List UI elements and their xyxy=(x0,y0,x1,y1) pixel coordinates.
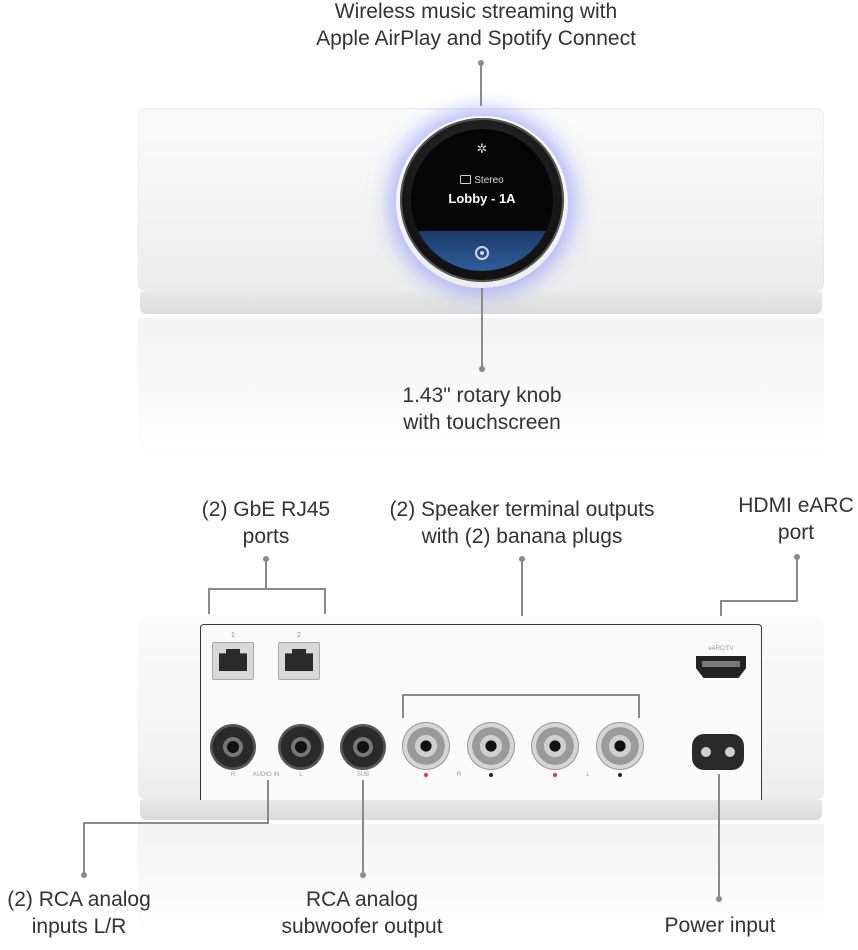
hdmi-leader-dot xyxy=(794,554,800,560)
speaker-mode-icon xyxy=(460,175,472,184)
rca-sub-label: RCA analog subwoofer output xyxy=(281,888,443,938)
power-leader-dot xyxy=(716,896,722,902)
hdmi-leader-line-v xyxy=(796,558,798,600)
rca-sub-output[interactable] xyxy=(340,724,386,770)
rj45-port-1-number: 1 xyxy=(231,632,235,639)
rj45-port-2[interactable] xyxy=(278,642,320,680)
rj45-bracket-top xyxy=(208,588,326,590)
hdmi-leader-line-h xyxy=(720,600,798,602)
gear-icon[interactable]: ✲ xyxy=(476,141,488,156)
rca-r-label: R xyxy=(230,772,236,778)
polarity-dot-l-negative xyxy=(618,773,622,777)
power-pin-right xyxy=(725,747,735,757)
cast-icon[interactable] xyxy=(475,246,489,260)
rca-in-label: (2) RCA analog inputs L/R xyxy=(7,888,151,938)
screen-mode: Stereo xyxy=(474,175,504,186)
rj45-port-2-number: 2 xyxy=(297,632,301,639)
speaker-bracket-left xyxy=(402,694,404,718)
rca-in-leader-down xyxy=(83,822,85,874)
screen-mode-line: Stereo xyxy=(411,175,553,186)
rca-sub-leader-dot xyxy=(360,872,366,878)
streaming-leader-dot xyxy=(478,60,484,66)
rj45-label: (2) GbE RJ45 ports xyxy=(201,498,331,548)
knob-leader-line xyxy=(481,288,483,368)
audio-in-label: AUDIO IN xyxy=(252,772,280,778)
power-input-port[interactable] xyxy=(692,734,744,770)
rca-l-label: L xyxy=(299,772,303,778)
hdmi-port[interactable] xyxy=(696,656,746,678)
speaker-leader-dot xyxy=(519,556,525,562)
polarity-dot-r-positive xyxy=(424,773,428,777)
rca-in-leader-h xyxy=(83,822,269,824)
rj45-leader-line xyxy=(265,560,267,588)
speaker-bracket-right xyxy=(638,694,640,718)
speaker-terminal-l-negative[interactable] xyxy=(596,722,644,770)
rca-input-left[interactable] xyxy=(278,724,324,770)
speaker-terminal-l-positive[interactable] xyxy=(531,722,579,770)
streaming-label: Wireless music streaming with Apple AirP… xyxy=(316,0,636,50)
power-leader xyxy=(718,774,720,898)
hdmi-label: HDMI eARC port xyxy=(738,494,854,544)
hdmi-leader-line-drop xyxy=(720,600,722,628)
speaker-l-label: L xyxy=(586,772,590,778)
streaming-leader-line xyxy=(480,62,482,106)
speaker-bracket-top xyxy=(402,694,640,696)
knob-leader-dot xyxy=(479,366,485,372)
polarity-dot-r-negative xyxy=(489,773,493,777)
knob-touchscreen[interactable]: ✲ Stereo Lobby - 1A xyxy=(411,129,553,271)
rj45-bracket-right xyxy=(324,588,326,614)
device-back-foot xyxy=(140,800,822,820)
power-label: Power input xyxy=(664,914,776,937)
rca-input-right[interactable] xyxy=(210,724,256,770)
rj45-leader-dot xyxy=(263,556,269,562)
speaker-label: (2) Speaker terminal outputs with (2) ba… xyxy=(389,498,655,548)
rca-sub-leader xyxy=(362,780,364,872)
hdmi-port-label: eARC/TV xyxy=(708,646,734,652)
screen-room-name: Lobby - 1A xyxy=(448,191,516,206)
speaker-terminal-r-negative[interactable] xyxy=(467,722,515,770)
rca-in-leader-up xyxy=(267,780,269,824)
knob-label: 1.43" rotary knob with touchscreen xyxy=(402,384,562,434)
rj45-bracket-left xyxy=(208,588,210,614)
polarity-dot-l-positive xyxy=(553,773,557,777)
device-back-reflection xyxy=(138,824,824,934)
power-pin-left xyxy=(701,747,711,757)
speaker-terminal-r-positive[interactable] xyxy=(402,722,450,770)
rca-in-leader-dot xyxy=(81,872,87,878)
rj45-port-1[interactable] xyxy=(212,642,254,680)
speaker-r-label: R xyxy=(456,772,462,778)
sub-label: SUB xyxy=(356,772,370,778)
